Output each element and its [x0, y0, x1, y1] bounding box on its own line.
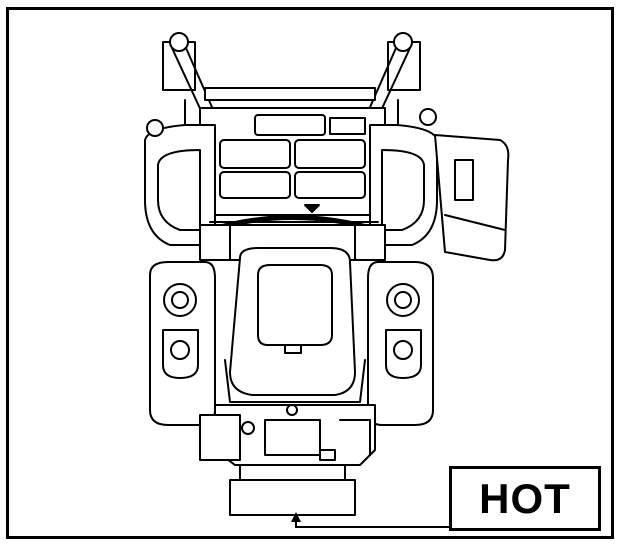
hot-callout-leader: [295, 520, 450, 528]
arrow-up-icon: [291, 512, 301, 522]
hot-warning-label: HOT: [449, 466, 601, 531]
outer-border: [6, 7, 614, 539]
mower-top-view-illustration: [144, 32, 510, 516]
